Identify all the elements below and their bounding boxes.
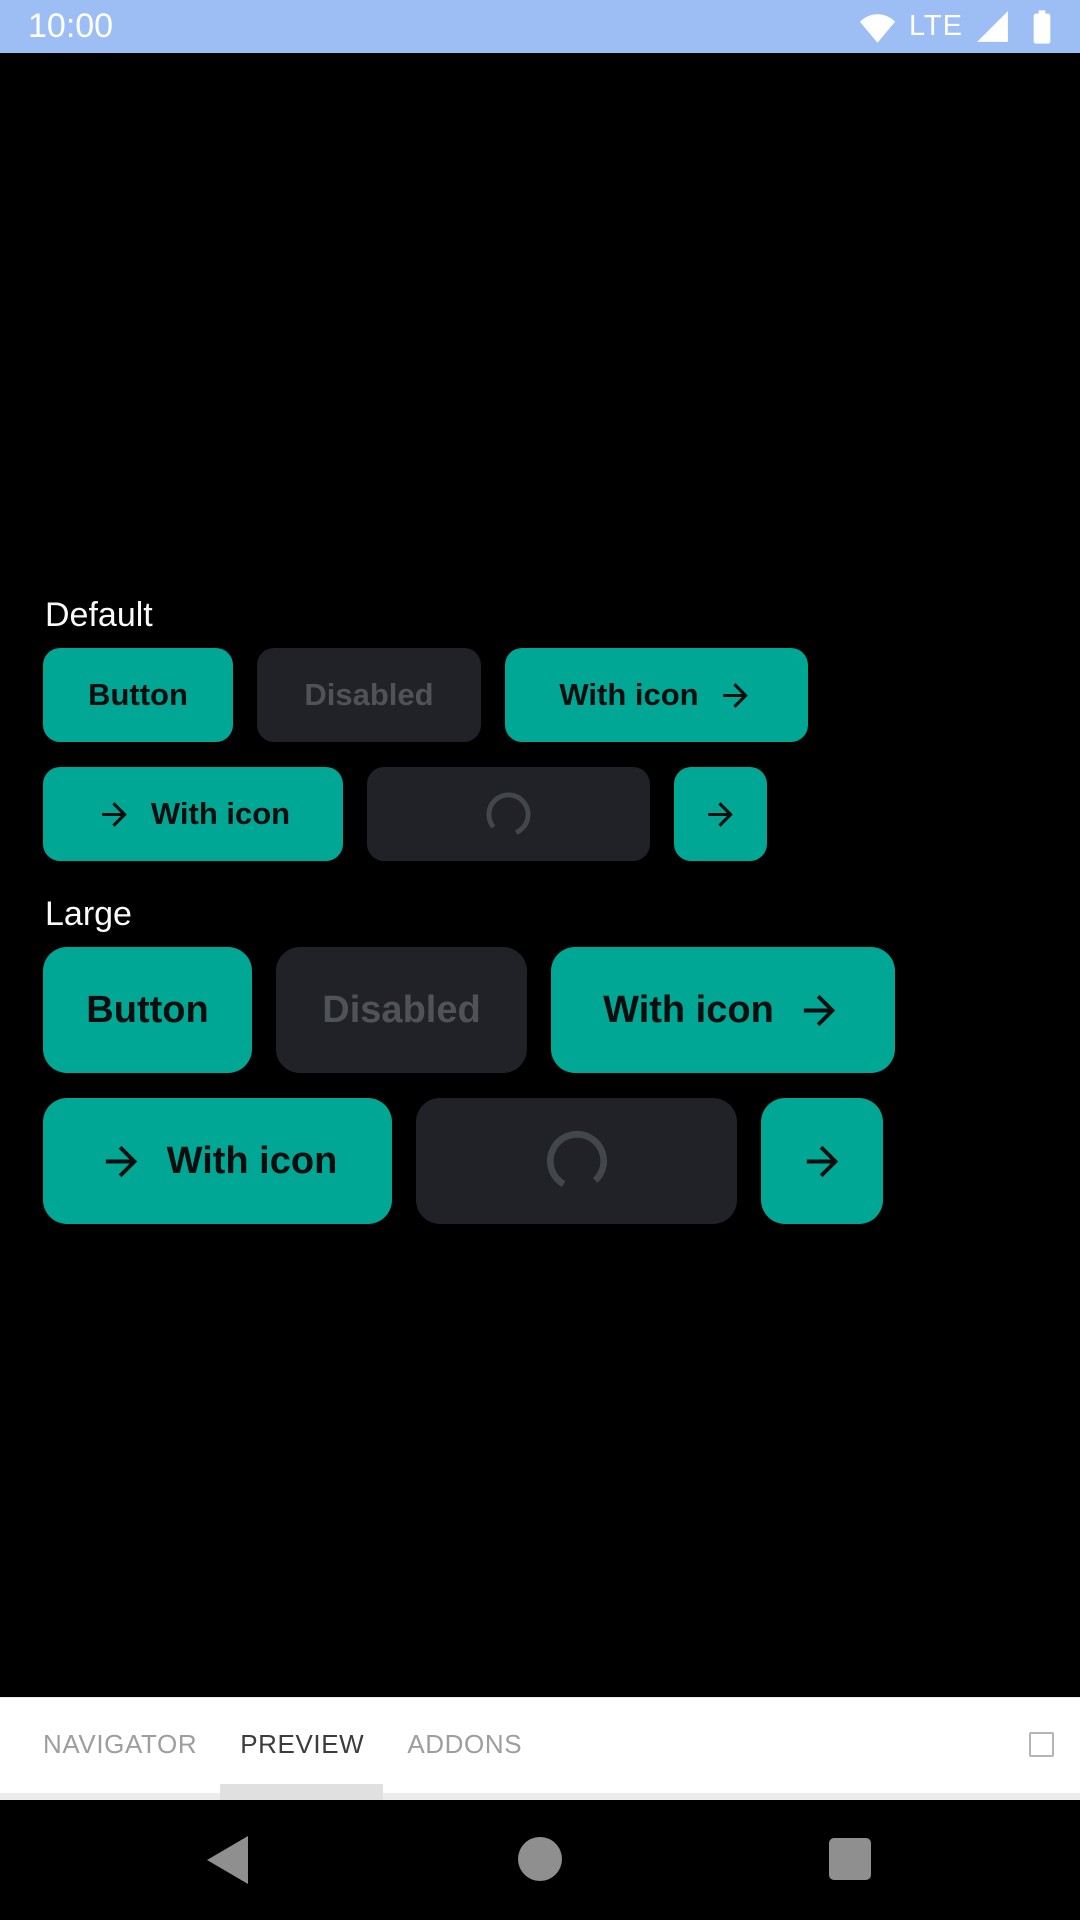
button-label: With icon <box>150 796 291 831</box>
button-primary-large[interactable]: Button <box>43 947 252 1073</box>
button-label: With icon <box>166 1139 338 1182</box>
arrow-right-icon <box>806 1145 838 1177</box>
battery-icon <box>1033 9 1051 44</box>
button-loading-large <box>416 1098 737 1224</box>
button-row: Button Disabled With icon <box>43 947 1080 1073</box>
status-time: 10:00 <box>28 7 114 45</box>
arrow-right-icon <box>722 682 748 708</box>
status-icons: LTE <box>857 6 1062 47</box>
button-row: With icon <box>43 1098 1080 1224</box>
button-primary[interactable]: Button <box>43 648 233 742</box>
active-tab-indicator <box>220 1784 383 1800</box>
arrow-right-icon <box>102 801 127 827</box>
section-default: Default Button Disabled With icon With i… <box>43 597 1080 861</box>
button-disabled: Disabled <box>257 648 481 742</box>
tab-preview[interactable]: PREVIEW <box>240 1728 365 1759</box>
section-title: Default <box>45 596 153 634</box>
tab-navigator[interactable]: NAVIGATOR <box>43 1728 198 1759</box>
arrow-right-icon <box>803 994 835 1026</box>
button-label: Button <box>86 988 209 1031</box>
button-label: Button <box>88 677 188 712</box>
button-label: With icon <box>559 677 699 712</box>
cell-signal-icon <box>977 11 1008 42</box>
status-bar: 10:00 LTE <box>0 0 1080 53</box>
section-large: Large Button Disabled With icon With ico… <box>43 896 1080 1224</box>
recents-icon[interactable] <box>829 1838 871 1880</box>
button-row: Button Disabled With icon <box>43 648 1080 742</box>
loading-spinner-icon <box>546 1131 607 1191</box>
arrow-right-icon <box>105 1145 137 1177</box>
network-type-label: LTE <box>908 10 963 42</box>
button-icon-only[interactable] <box>674 767 767 861</box>
button-disabled-large: Disabled <box>276 947 527 1073</box>
panel-toggle-icon[interactable] <box>1029 1732 1054 1757</box>
button-with-icon-left[interactable]: With icon <box>43 767 343 861</box>
loading-spinner-icon <box>486 791 531 837</box>
arrow-right-icon <box>708 801 733 827</box>
story-preview: Default Button Disabled With icon With i… <box>43 597 1080 1249</box>
storybook-tab-bar: NAVIGATOR PREVIEW ADDONS <box>0 1697 1080 1800</box>
button-with-icon-right-large[interactable]: With icon <box>551 947 895 1073</box>
back-icon[interactable] <box>207 1836 248 1884</box>
wifi-icon <box>859 14 896 43</box>
button-loading <box>367 767 650 861</box>
tab-bar-bottom-strip <box>0 1793 1080 1800</box>
home-icon[interactable] <box>518 1837 562 1881</box>
button-row: With icon <box>43 767 1080 861</box>
section-title: Large <box>45 895 132 933</box>
button-label: With icon <box>603 988 774 1031</box>
button-icon-only-large[interactable] <box>761 1098 883 1224</box>
button-label: Disabled <box>304 677 434 712</box>
tab-addons[interactable]: ADDONS <box>407 1728 523 1759</box>
button-with-icon-right[interactable]: With icon <box>505 648 808 742</box>
button-with-icon-left-large[interactable]: With icon <box>43 1098 392 1224</box>
button-label: Disabled <box>322 988 481 1031</box>
